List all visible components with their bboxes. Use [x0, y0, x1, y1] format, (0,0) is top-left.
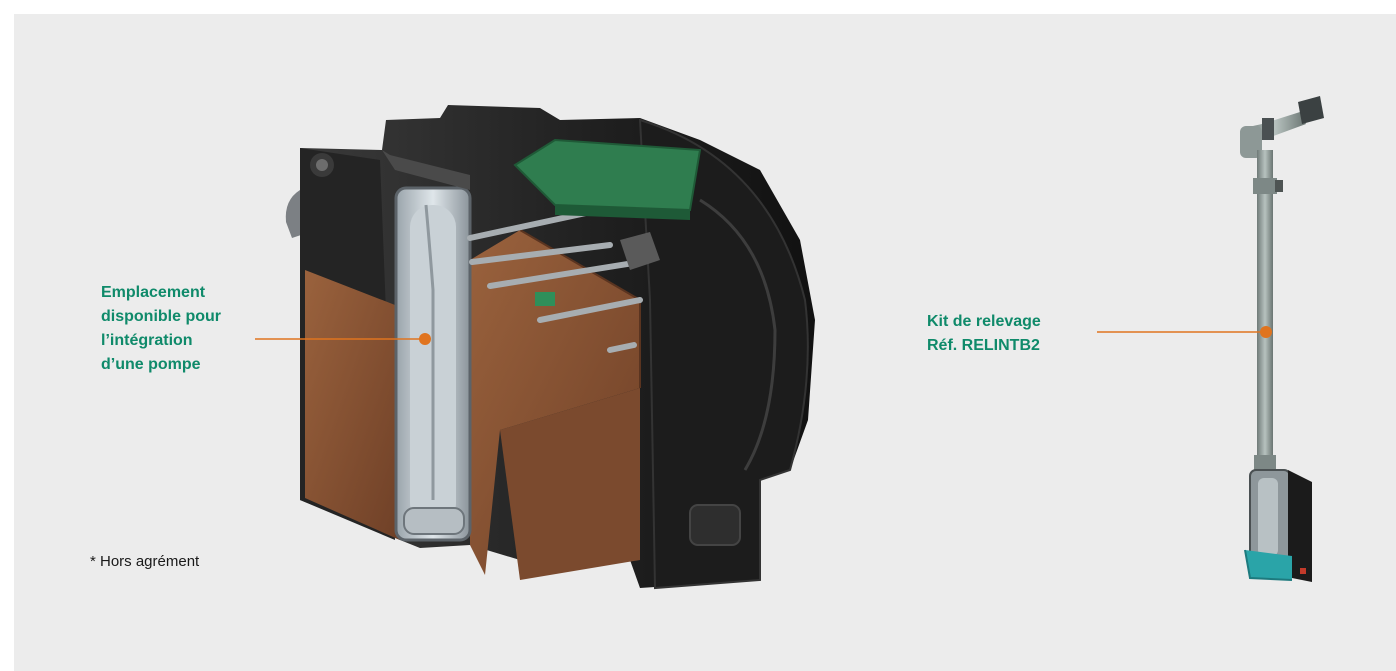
- tank-cutaway-illustration: [285, 105, 815, 590]
- wood-section-left: [305, 270, 400, 540]
- pump-handle: [1288, 470, 1312, 582]
- pump-slot-callout-line-2: disponible pour: [101, 308, 221, 325]
- housing-shell-right: [638, 118, 809, 590]
- lift-kit-callout: Kit de relevage Réf. RELINTB2: [927, 310, 1041, 358]
- wood-section-lower: [500, 388, 640, 580]
- pump-slot-callout: Emplacement disponible pour l’intégratio…: [101, 281, 221, 377]
- footnote: * Hors agrément: [90, 553, 200, 570]
- pump-base: [1245, 550, 1292, 580]
- pcb-board: [513, 138, 702, 212]
- lift-kit-callout-line-2: Réf. RELINTB2: [927, 337, 1040, 354]
- riser-pipe: [1257, 150, 1273, 470]
- lift-kit-callout-line-1: Kit de relevage: [927, 313, 1041, 330]
- lift-kit-illustration: [1240, 96, 1324, 582]
- pump-slot-callout-line-3: l’intégration: [101, 332, 193, 349]
- pump-slot-marker: [419, 333, 431, 345]
- pump-slot-callout-line-4: d’une pompe: [101, 356, 201, 373]
- wood-section-middle: [470, 230, 640, 575]
- pump-slot-callout-line-1: Emplacement: [101, 284, 206, 301]
- lift-kit-marker: [1260, 326, 1272, 338]
